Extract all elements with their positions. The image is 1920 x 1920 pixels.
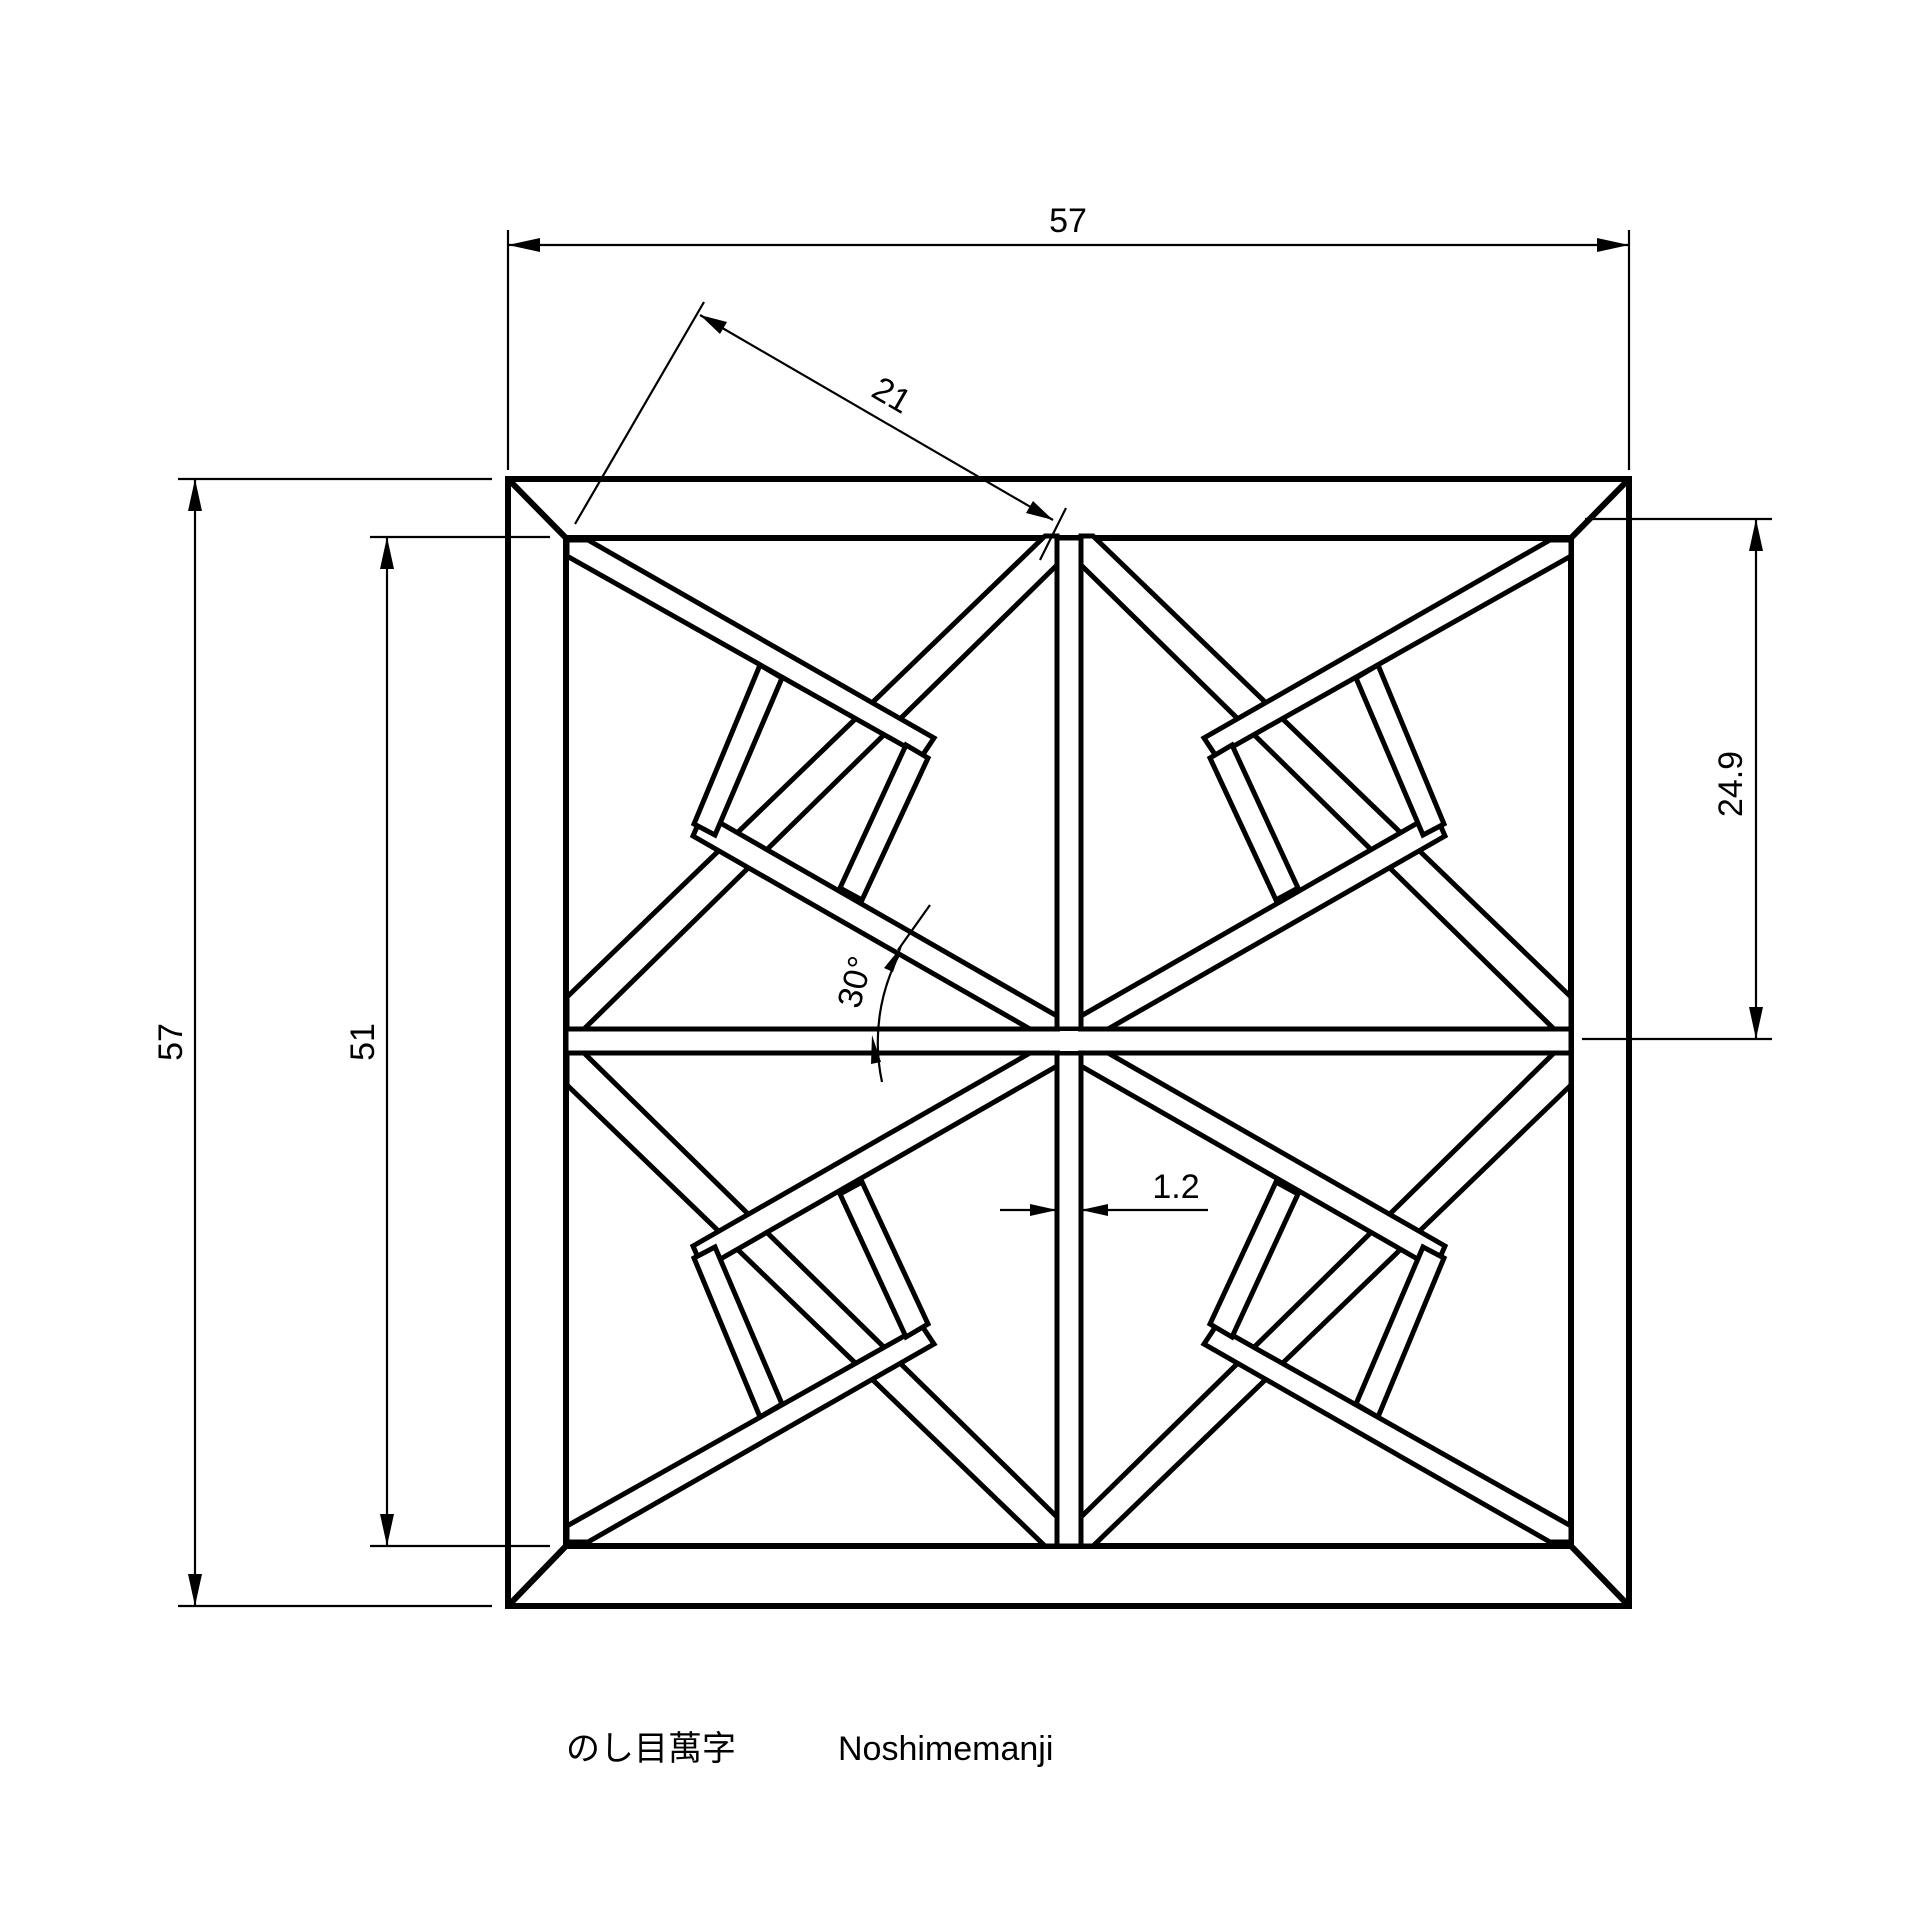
dim-half-height: 24.9	[1582, 517, 1772, 1041]
dim-label-inner-height: 51	[344, 1023, 382, 1061]
dim-label-overall-width: 57	[1049, 202, 1087, 240]
quadrant-bottom-left	[567, 1053, 1057, 1546]
dim-angle: 30°	[830, 904, 931, 1083]
title-japanese: のし目萬字	[566, 1730, 736, 1768]
dim-bar-width: 1.2	[1000, 1168, 1208, 1216]
dim-diagonal-length: 21	[574, 301, 1067, 561]
dim-overall-width: 57	[506, 202, 1631, 470]
dim-label-bar-width: 1.2	[1152, 1168, 1199, 1206]
dim-inner-height: 51	[344, 535, 550, 1548]
title-english: Noshimemanji	[838, 1730, 1053, 1768]
dim-label-overall-height: 57	[152, 1023, 190, 1061]
dim-label-half-height: 24.9	[1712, 751, 1750, 817]
center-cross-top	[563, 535, 1574, 1549]
quadrant-bottom-right	[1081, 1053, 1571, 1546]
dim-label-diagonal: 21	[866, 370, 918, 422]
quadrant-top-left	[567, 536, 1057, 1029]
dim-label-angle: 30°	[830, 952, 880, 1012]
dim-overall-height: 57	[152, 477, 492, 1608]
quadrant-top-right	[1081, 536, 1571, 1029]
